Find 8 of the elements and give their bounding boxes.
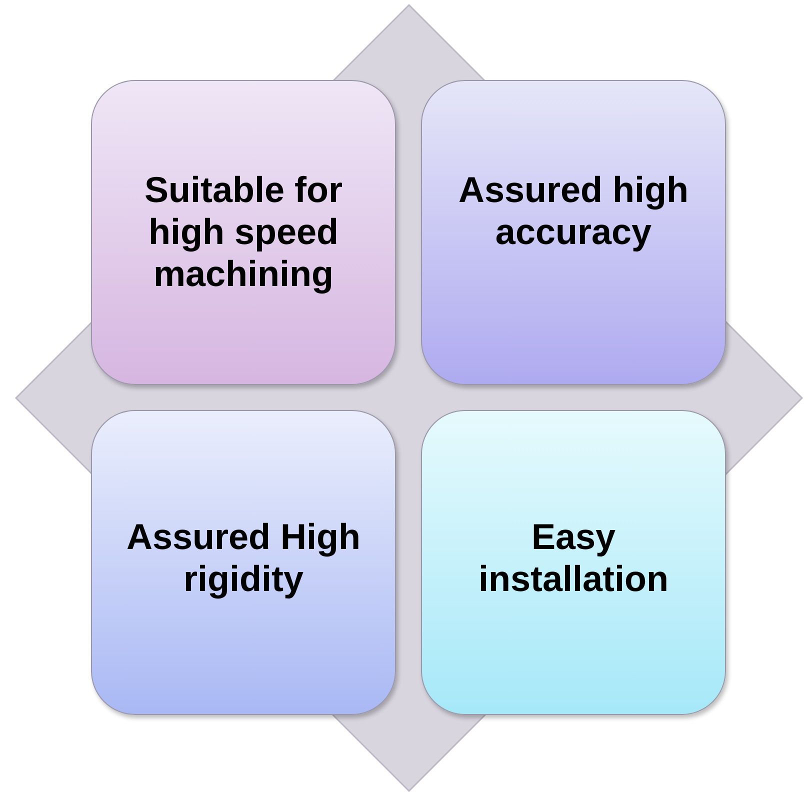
box-text: Assured high accuracy — [457, 169, 690, 253]
rounded-box — [91, 410, 396, 715]
box-text: Assured High rigidity — [125, 516, 362, 600]
rounded-box — [421, 410, 726, 715]
box-text: Suitable for high speed machining — [143, 169, 344, 295]
rounded-box — [91, 80, 396, 385]
rounded-box — [421, 80, 726, 385]
box-text: Easy installation — [477, 516, 670, 600]
